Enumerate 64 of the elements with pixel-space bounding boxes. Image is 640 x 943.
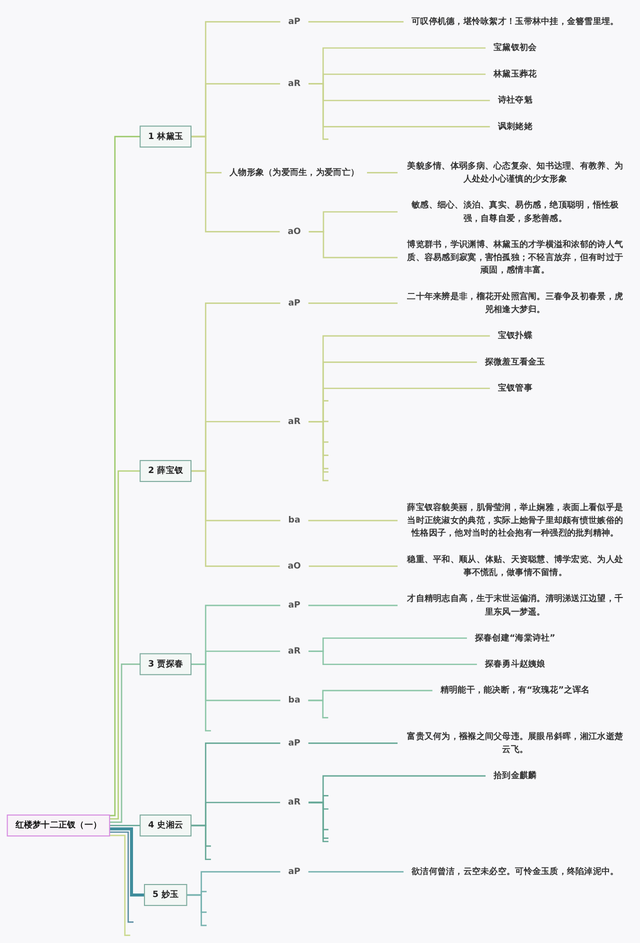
branch-line [308,20,404,22]
topic-text: 美貌多情、体弱多病、心态复杂、知书达理、有教养、为人处处小心谨慎的少女形象 [406,160,625,186]
topic-text: 稳重、平和、顺从、体贴、天资聪慧、博学宏览、为人处事不慌乱，做事情不留情。 [406,553,625,579]
branch-tag: aR [288,77,301,90]
branch-line [191,136,280,232]
topic-text: 才自精明志自高，生于末世运偏消。清明涕送江边望，千里东风一梦遥。 [406,592,625,618]
branch-tag: aR [288,644,301,658]
topic-text: 探春创建“海棠诗社” [474,631,556,644]
branch-line [308,650,477,665]
branch-line [308,700,328,718]
branch-line [110,827,144,896]
branch-tag: aP [288,15,300,28]
branch-line [110,663,140,823]
topic-text: 富贵又何为，襁褓之间父母违。展眼吊斜晖，湘江水逝楚云飞。 [406,730,625,756]
branch-line [110,834,130,936]
branch-tag: aR [288,796,301,809]
topic-text: 宝钗管事 [498,382,532,395]
topic-text: 诗社夺魁 [498,94,532,107]
branch-line [308,604,398,606]
branch-tag: ba [288,514,300,527]
branch-tag: aO [288,225,301,238]
branch-tag: aP [288,865,300,878]
branch-tag: aP [288,736,300,750]
branch-tag: aP [288,296,300,310]
topic-text: 二十年来辨是非，榴花开处照宫闱。三春争及初春景，虎兕相逢大梦归。 [406,290,625,316]
branch-tag: aP [288,598,300,612]
branch-line [308,871,404,872]
topic-box: 2 薛宝钗 [140,460,192,482]
branch-tag: aR [288,414,301,428]
branch-tag: ba [288,694,300,707]
topic-text: 可叹停机德，堪怜咏絮才！玉带林中挂，金簪雪里埋。 [412,15,619,28]
branch-line [308,742,398,744]
topic-text: 林黛玉葬花 [494,68,537,81]
branch-line [367,172,398,174]
topic-box: 1 林黛玉 [140,125,192,148]
topic-box: 4 史湘云 [140,814,192,836]
branch-tag: aO [288,560,301,573]
topic-text: 薛宝钗容貌美丽，肌骨莹润，举止娴雅，表面上看似乎是当时正统淑女的典范，实际上她骨子里却颇有愤世嫉俗的性格因子，他对当时的社会抱有一种强烈的批判精神。 [406,500,625,540]
topic-text: 讽刺姥姥 [498,120,532,134]
topic-text: 敏感、细心、淡泊、真实、易伤感，绝顶聪明，悟性极强，自尊自爱，多愁善感。 [406,198,625,225]
branch-line [308,565,398,567]
topic-box: 3 贾探春 [140,653,192,675]
branch-line [109,136,140,816]
branch-line [110,470,140,820]
branch-line [308,302,398,304]
topic-text: 欲洁何曾洁，云空未必空。可怜金玉质，终陷淖泥中。 [412,865,619,878]
branch-line [191,824,211,860]
topic-text: 宝钗扑蝶 [498,329,532,342]
branch-line [110,831,134,923]
central-topic-box: 红楼梦十二正钗（一） [6,814,110,836]
topic-text: 人物形象（为爱而生，为爱而亡） [230,166,360,179]
topic-text: 博览群书，学识渊博、林黛玉的才学横溢和浓郁的诗人气质、容易感到寂寞，害怕孤独；不轻言放弃，但有时过于顽固，感情丰富。 [406,238,625,277]
topic-text: 宝黛钗初会 [494,41,537,54]
branch-line [191,470,280,567]
topic-text: 精明能干，能决断，有“玫瑰花”之诨名 [440,684,590,697]
topic-text: 探春勇斗赵姨娘 [484,658,546,671]
branch-line [186,894,207,926]
topic-box: 5 妙玉 [144,884,188,906]
topic-text: 探微羞互看金玉 [484,356,546,368]
branch-line [308,82,328,140]
branch-line [110,824,140,826]
branch-line [308,520,398,522]
branch-line [308,230,398,258]
topic-text: 拾到金麒麟 [494,769,537,782]
